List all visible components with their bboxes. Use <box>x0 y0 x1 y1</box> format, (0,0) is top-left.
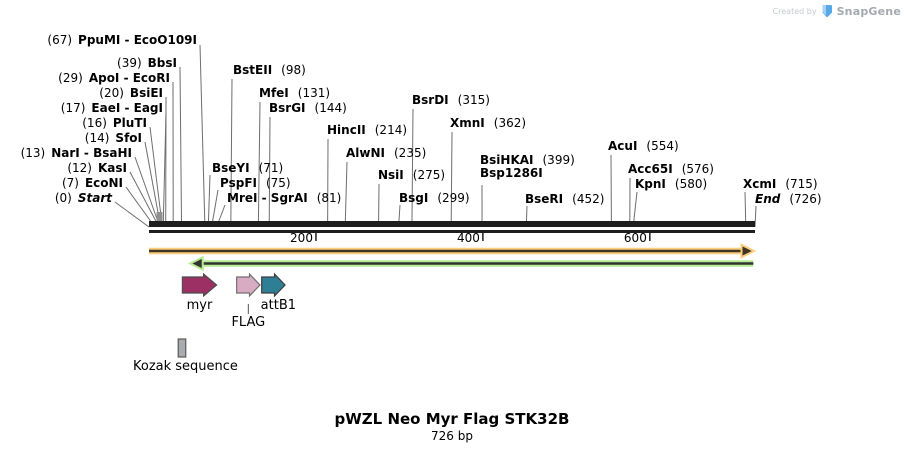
enzyme-site-line <box>344 161 348 228</box>
enzyme-site-label: End(726) <box>755 192 822 206</box>
map-title: pWZL Neo Myr Flag STK32B <box>334 410 570 428</box>
created-by-text: Created by <box>772 7 817 16</box>
enzyme-site-label: (17)EaeI - EagI <box>60 101 163 115</box>
enzyme-site-label: (12)KasI <box>67 161 127 175</box>
enzyme-site-label: (67)PpuMI - EcoO109I <box>47 33 197 47</box>
enzyme-site-line <box>257 101 261 228</box>
enzyme-site-label: (7)EcoNI <box>61 176 123 190</box>
feature-label-flag: FLAG <box>231 315 266 330</box>
enzyme-site-line <box>230 78 233 228</box>
enzyme-site-label: MfeI(131) <box>259 86 331 100</box>
enzyme-site-label: PspFI(75) <box>220 176 291 190</box>
enzyme-site-label: BseRI(452) <box>525 192 605 206</box>
watermark: Created by SnapGene <box>773 4 901 19</box>
enzyme-site-label: HincII(214) <box>327 123 408 137</box>
ruler-tick-label: 200 <box>290 231 313 245</box>
sequence-bar-bottom <box>149 230 755 233</box>
enzyme-site-label: XcmI(715) <box>743 177 818 191</box>
feature-arrow-flag <box>236 272 261 298</box>
feature-label-attb1: attB1 <box>260 298 297 313</box>
enzyme-site-line <box>450 131 453 228</box>
feature-label-myr: myr <box>186 298 213 313</box>
enzyme-site-line <box>179 66 183 228</box>
enzyme-site-line <box>125 186 156 228</box>
enzyme-site-label: BseYI(71) <box>212 161 284 175</box>
enzyme-site-label: XmnI(362) <box>450 116 527 130</box>
enzyme-site-label: (16)PluTI <box>82 116 147 130</box>
enzyme-site-label: MreI - SgrAI(81) <box>227 191 342 205</box>
sequence-bar-top <box>149 221 755 227</box>
enzyme-site-label: (14)SfoI <box>84 131 142 145</box>
reverse-strand-arrowhead <box>187 255 204 272</box>
kozak-box <box>177 338 187 358</box>
enzyme-site-label: (13)NarI - BsaHI <box>20 146 132 160</box>
enzyme-site-label: AcuI(554) <box>608 139 679 153</box>
enzyme-site-line <box>114 201 150 228</box>
enzyme-site-label: BsrGI(144) <box>269 101 347 115</box>
enzyme-site-line <box>211 189 219 228</box>
enzyme-site-label: BsgI(299) <box>399 191 470 205</box>
feature-arrow-attb1 <box>261 272 286 298</box>
ruler-tick-label: 600 <box>623 231 647 245</box>
enzyme-site-line <box>268 116 271 228</box>
brand-text: SnapGene <box>836 5 901 18</box>
forward-strand-arrowhead <box>740 243 757 259</box>
map-length: 726 bp <box>431 429 473 443</box>
enzyme-site-line <box>134 156 161 228</box>
enzyme-site-label: AlwNI(235) <box>346 146 427 160</box>
feature-arrow-myr <box>181 272 218 298</box>
enzyme-site-line <box>129 171 160 228</box>
enzyme-site-label: (20)BsiEI <box>99 86 163 100</box>
enzyme-site-label: (0)Start <box>54 191 112 205</box>
enzyme-site-label: BstEII(98) <box>233 63 306 77</box>
enzyme-site-line <box>411 108 414 228</box>
enzyme-site-label: NsiI(275) <box>378 168 446 182</box>
enzyme-site-line <box>162 111 167 228</box>
enzyme-site-label: (39)BbsI <box>117 56 177 70</box>
feature-label-kozak-sequence: Kozak sequence <box>133 359 238 374</box>
enzyme-site-label: BsiHKAI(399)Bsp1286I <box>480 153 575 180</box>
site-cluster-block <box>156 212 163 222</box>
enzyme-site-line <box>207 174 211 228</box>
title-block: pWZL Neo Myr Flag STK32B 726 bp <box>152 410 752 444</box>
enzyme-site-label: KpnI(580) <box>635 177 708 191</box>
enzyme-site-line <box>149 126 163 228</box>
enzyme-site-label: Acc65I(576) <box>628 162 714 176</box>
enzyme-site-label: (29)ApoI - EcoRI <box>58 71 170 85</box>
enzyme-site-line <box>754 205 757 228</box>
ruler-tick-label: 400 <box>456 231 480 245</box>
snapgene-logo-icon <box>822 5 832 18</box>
enzyme-site-line <box>199 44 206 228</box>
enzyme-site-label: BsrDI(315) <box>412 93 490 107</box>
